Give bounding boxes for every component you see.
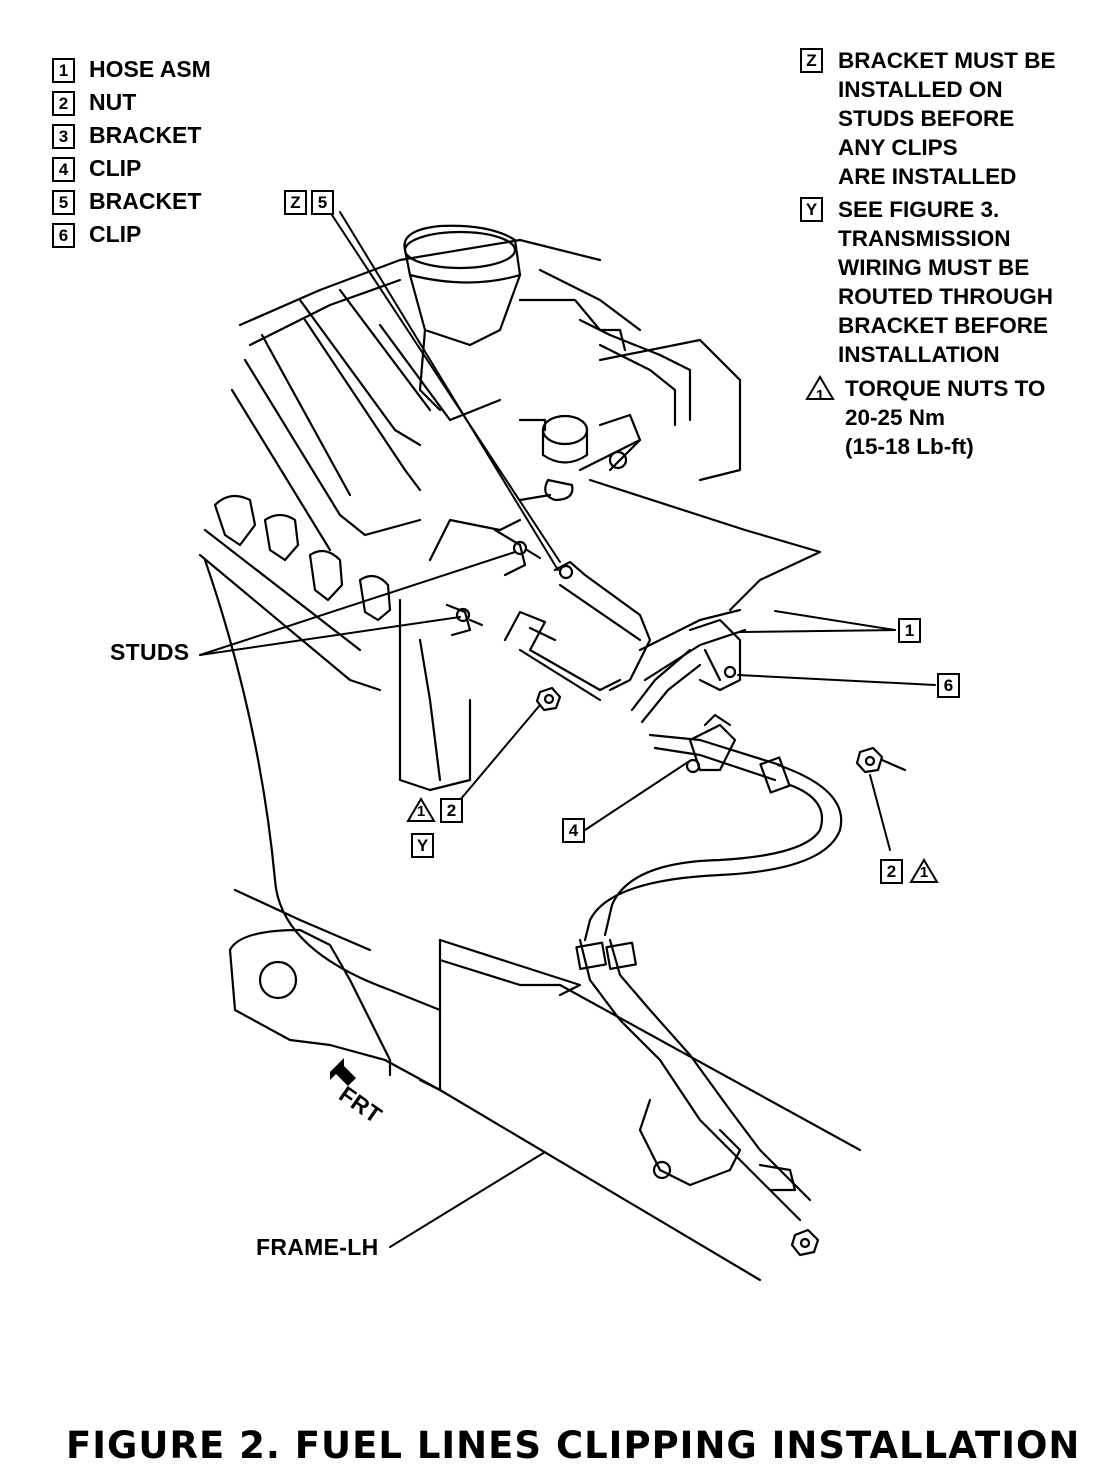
torque-triangle-icon: 1 xyxy=(406,797,436,823)
studs-label: STUDS xyxy=(110,639,190,665)
front-arrow xyxy=(330,1058,356,1086)
torque-triangle-icon: 1 xyxy=(909,858,939,884)
callout-nut-left: 1 2 xyxy=(406,797,463,823)
callout-clip-6: 6 xyxy=(937,673,960,698)
callout-y: Y xyxy=(411,833,434,858)
exhaust-manifold xyxy=(198,494,522,792)
bracket-5 xyxy=(553,560,652,692)
callout-hose-asm: 1 xyxy=(898,618,921,643)
frame-lh xyxy=(203,558,862,1282)
hose-assembly xyxy=(575,608,843,1257)
callout-clip-4: 4 xyxy=(562,818,585,843)
nut-left xyxy=(535,686,562,712)
clip-6 xyxy=(688,618,742,692)
clip-4 xyxy=(685,713,737,774)
bracket-3 xyxy=(503,610,622,702)
figure-caption: FIGURE 2. FUEL LINES CLIPPING INSTALLATI… xyxy=(66,1424,1081,1467)
studs xyxy=(445,528,542,637)
vacuum-tubes xyxy=(518,298,822,612)
frame-lh-label: FRAME-LH xyxy=(256,1234,379,1260)
nut-right xyxy=(855,746,907,774)
oil-fill-cap xyxy=(403,224,522,412)
callout-nut-right: 2 1 xyxy=(880,858,939,884)
engine-block xyxy=(230,238,742,552)
leader-lines xyxy=(199,211,936,1248)
torque-triangle-icon: 1 xyxy=(805,375,835,404)
